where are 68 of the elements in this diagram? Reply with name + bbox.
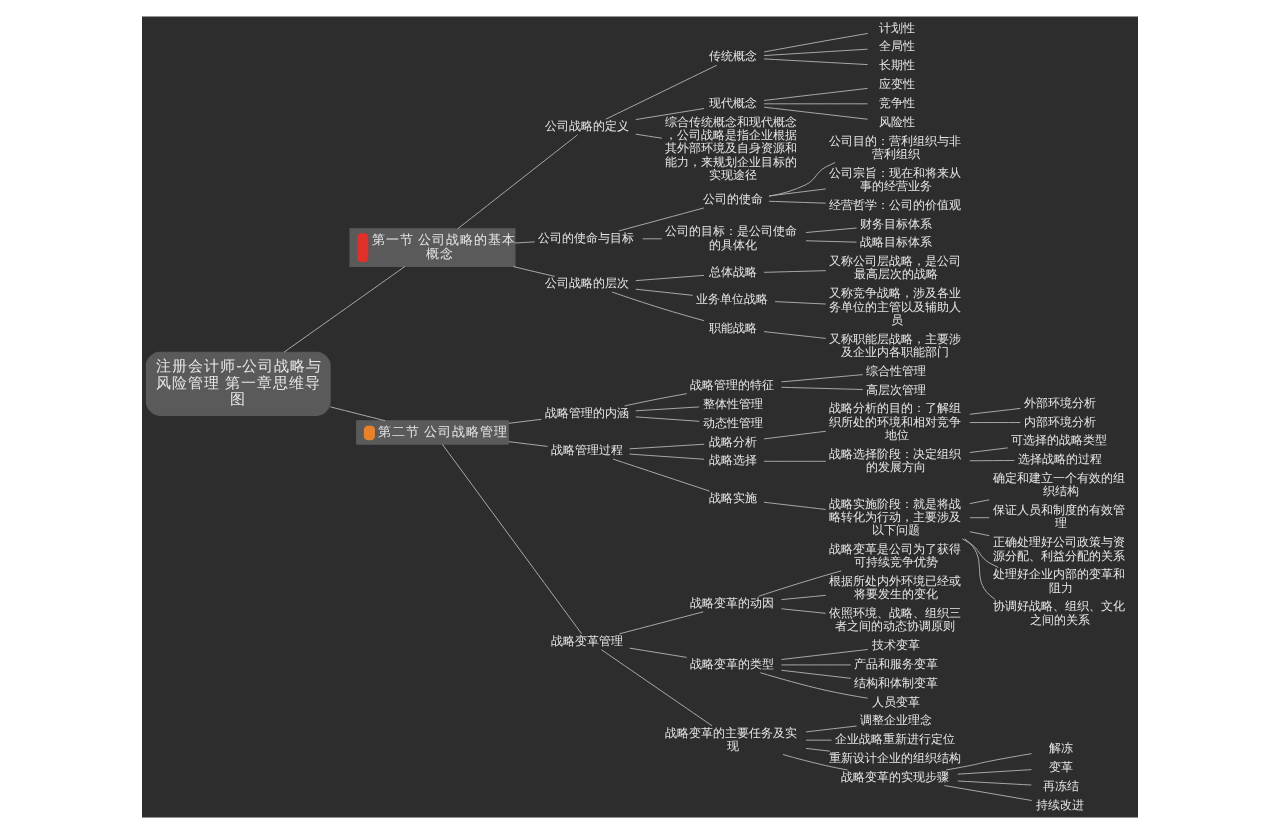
connector [763,331,827,339]
connector [969,531,990,537]
connector [512,266,556,277]
connector [600,649,713,727]
connector [805,227,857,233]
connector [635,288,694,296]
connector [781,374,864,383]
connector [624,393,688,407]
connector [457,134,578,230]
connector [763,270,827,273]
connector [805,747,831,752]
connector [612,458,711,492]
connector [763,48,868,56]
connector [629,647,688,658]
connector [969,407,1021,415]
connector [781,664,852,666]
connector [759,672,869,699]
connector [781,669,852,679]
connector [969,499,990,505]
connector [763,33,869,53]
connector [441,443,583,635]
connector [763,430,827,440]
connector [781,649,869,660]
connector [781,594,827,601]
connector [605,64,718,120]
connector [768,200,827,204]
connector [969,460,1015,462]
connector [964,538,996,600]
connector [618,611,704,635]
connector [508,441,548,447]
connector [508,418,542,424]
connector [805,725,857,733]
connector [763,460,827,462]
connector [774,301,827,305]
connector [635,406,700,412]
connector [961,538,999,568]
connector [635,416,700,422]
connector [629,443,705,450]
connector [957,780,1032,786]
connector [763,87,868,101]
connector [768,162,836,197]
connector [945,753,1032,771]
connector [758,570,842,597]
connector [763,501,827,510]
connector [943,785,1033,801]
connector [805,240,857,243]
connector [642,238,663,240]
connector [763,106,868,120]
connector [629,453,705,460]
connector [969,422,1021,423]
connector [805,739,832,741]
connector [635,274,705,282]
connector [957,769,1032,775]
connector [782,754,848,771]
connector [618,207,705,232]
connector [781,386,864,390]
connector [969,447,1009,453]
connector [514,241,536,244]
connector [781,608,827,614]
connector [635,133,663,139]
connector [611,291,705,322]
connector [969,517,990,519]
connector [283,266,406,353]
connector [768,188,827,197]
connector [635,108,705,120]
connector [763,103,868,105]
connector [329,406,386,422]
connector [763,58,868,66]
